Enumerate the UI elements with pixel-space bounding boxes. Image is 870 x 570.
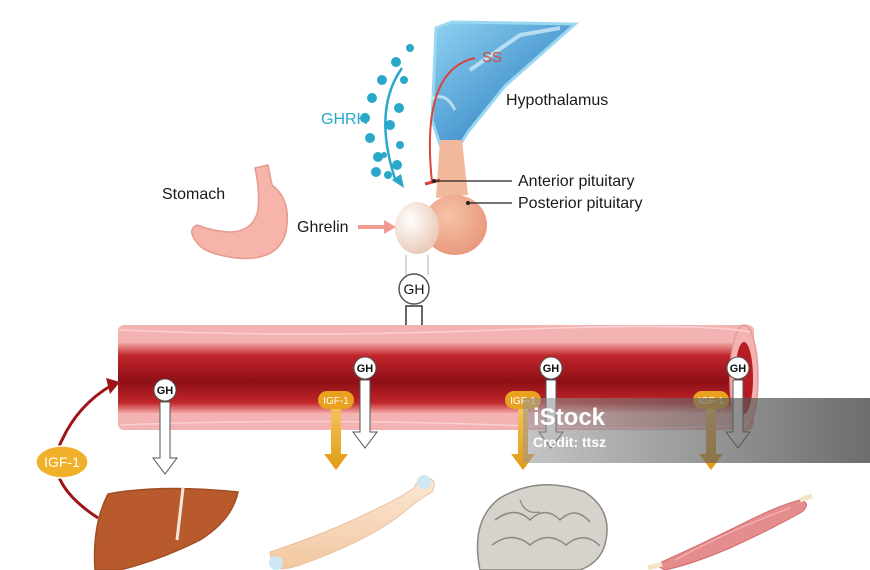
gh-bubble-muscle: GH xyxy=(726,356,750,380)
igf1-feedback-arrow xyxy=(54,383,113,520)
gh-bubble-liver-label: GH xyxy=(157,385,174,397)
anterior-pointer-dot xyxy=(432,179,436,183)
gh-bubble-brain: GH xyxy=(539,356,563,380)
ghrh-label: GHRH xyxy=(321,111,368,128)
posterior-pituitary-shape xyxy=(423,195,487,255)
pituitary-stalk xyxy=(436,140,468,198)
bone-shape xyxy=(269,475,435,570)
ghrh-arrow xyxy=(384,67,404,183)
igf1-liver-pill: IGF-1 xyxy=(35,445,89,479)
ghrelin-label: Ghrelin xyxy=(297,219,349,236)
liver-shape xyxy=(93,487,239,570)
ghrh-dots xyxy=(360,44,414,179)
hypothalamus-shape xyxy=(429,20,579,147)
gh-bubble-muscle-label: GH xyxy=(730,363,747,375)
hypothalamus-label: Hypothalamus xyxy=(506,92,608,109)
gh-bubble-bone: GH xyxy=(353,356,377,380)
ghrelin-arrow-head xyxy=(384,220,396,234)
ghrh-arrow-head xyxy=(392,174,404,188)
igf1-bone: IGF-1 xyxy=(318,391,354,470)
anterior-pituitary-label: Anterior pituitary xyxy=(518,173,635,190)
gh-main-label: GH xyxy=(404,281,425,297)
gh-arrow-bone xyxy=(352,379,378,449)
muscle-shape xyxy=(647,493,813,570)
igf1-bone-label: IGF-1 xyxy=(323,396,349,407)
gh-main-bubble xyxy=(398,273,430,305)
igf1-feedback-arrow-head xyxy=(106,378,120,394)
gh-arrow-liver xyxy=(152,401,178,475)
ss-label: SS xyxy=(482,49,502,66)
stomach-label: Stomach xyxy=(162,186,225,203)
brain-shape xyxy=(476,484,608,570)
watermark-logo: iStock xyxy=(533,404,606,431)
igf1-liver-label: IGF-1 xyxy=(44,454,80,470)
gh-bubble-liver: GH xyxy=(153,378,177,402)
stomach-shape xyxy=(191,164,289,260)
gh-bubble-brain-label: GH xyxy=(543,363,560,375)
watermark-credit: Credit: ttsz xyxy=(533,434,607,450)
gh-bubble-bone-label: GH xyxy=(357,363,374,375)
watermark-banner: iStock Credit: ttsz xyxy=(523,398,870,463)
liver-ligament xyxy=(175,487,185,541)
anterior-pituitary-shape xyxy=(395,202,439,254)
ss-inhibit-line xyxy=(428,57,476,183)
posterior-pointer-dot xyxy=(466,201,470,205)
posterior-pituitary-label: Posterior pituitary xyxy=(518,195,643,212)
